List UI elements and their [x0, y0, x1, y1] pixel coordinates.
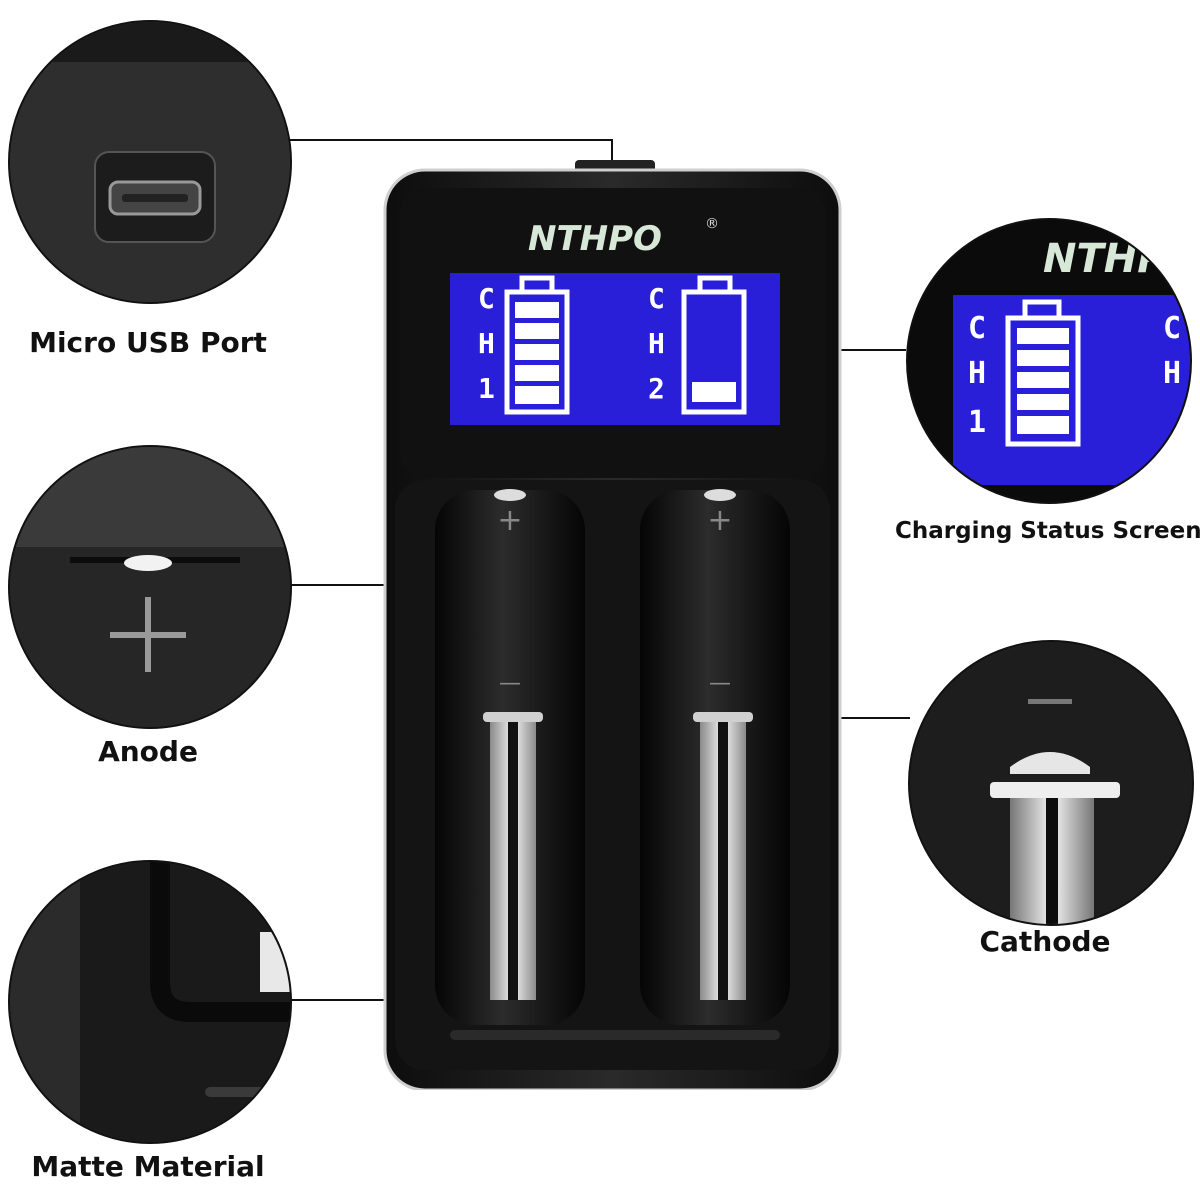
cathode-contact-icon: [910, 642, 1192, 924]
brand-registered-mark: ®: [705, 216, 719, 232]
battery-slot-2: + —: [640, 489, 790, 1025]
lcd-ch1-letter-c: C: [478, 282, 495, 315]
charging-screen-callout: NTHPO C H 1 C H: [906, 218, 1192, 504]
slot-2-minus: —: [709, 671, 731, 696]
slot-2-plus: +: [707, 503, 732, 538]
slot-1-plus: +: [497, 503, 522, 538]
usb-port-callout: [8, 20, 292, 304]
usb-port-label: Micro USB Port: [29, 326, 267, 359]
anode-callout: [8, 445, 292, 729]
lcd-ch2-letter-h: H: [648, 327, 665, 360]
battery-low-icon: [681, 275, 747, 415]
lcd-screen: [450, 273, 780, 425]
lcd-ch2-number: 2: [648, 372, 665, 405]
battery-slot-1: + —: [435, 489, 585, 1025]
brand-logo: NTHPO: [528, 219, 662, 259]
zoom-ch2-letter-h: H: [1163, 356, 1181, 391]
cathode-label: Cathode: [979, 925, 1111, 958]
charger-body: NTHPO ® C H 1 C H 2 + — + —: [383, 160, 842, 1090]
lcd-ch1-letter-h: H: [478, 327, 495, 360]
anode-label: Anode: [98, 735, 198, 768]
zoom-battery-full-icon: [1005, 299, 1081, 447]
slot-1-minus: —: [499, 671, 521, 696]
charging-screen-label: Charging Status Screen: [895, 518, 1200, 544]
lcd-ch1-number: 1: [478, 372, 495, 405]
matte-corner-icon: [10, 862, 290, 1142]
usb-port-icon: [10, 22, 290, 302]
zoom-ch1-number: 1: [968, 405, 986, 440]
charging-screen-zoom: NTHPO C H 1 C H: [908, 220, 1190, 502]
zoom-ch1-letter-h: H: [968, 356, 986, 391]
lcd-ch2-letter-c: C: [648, 282, 665, 315]
zoom-ch2-letter-c: C: [1163, 311, 1181, 346]
cathode-callout: [908, 640, 1194, 926]
plus-icon: [10, 447, 290, 727]
matte-material-label: Matte Material: [31, 1150, 265, 1183]
zoom-ch1-letter-c: C: [968, 311, 986, 346]
matte-material-callout: [8, 860, 292, 1144]
battery-full-icon: [504, 275, 570, 415]
